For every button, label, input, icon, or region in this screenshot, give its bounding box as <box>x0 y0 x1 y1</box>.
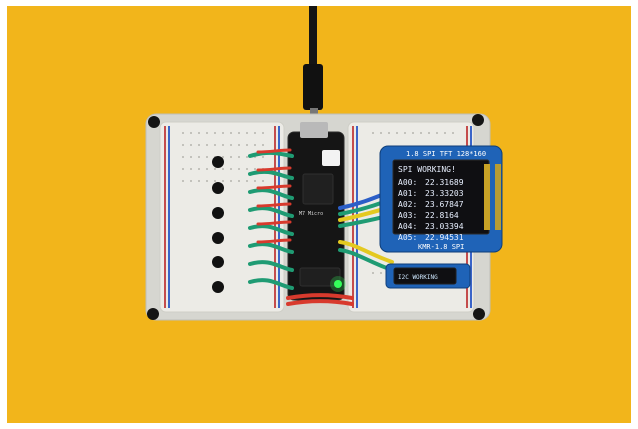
tft-row-2-label: A02: <box>398 200 417 209</box>
tft-row-3-value: 22.8164 <box>425 211 459 220</box>
tft-row-4-value: 23.03394 <box>425 222 464 231</box>
tft-display-module <box>379 145 503 253</box>
oled-display-module <box>385 263 471 289</box>
tft-row-4-label: A04: <box>398 222 417 231</box>
usb-cable <box>303 6 323 120</box>
oled-text: I2C WORKING <box>398 274 438 281</box>
status-led <box>334 280 342 288</box>
tft-title: 1.8 SPI TFT 128*160 <box>406 150 486 158</box>
tft-row-2-value: 23.67847 <box>425 200 464 209</box>
mcu-silk-label: M7 Micro <box>299 211 323 217</box>
tft-row-5-value: 22.94531 <box>425 233 464 242</box>
tactile-buttons <box>212 156 224 293</box>
mount-screws <box>147 114 485 320</box>
tft-row-5-label: A05: <box>398 233 417 242</box>
tft-footer-label: KMR-1.8 SPI <box>418 243 464 251</box>
tft-row-1-value: 23.33203 <box>425 189 464 198</box>
tft-row-3-label: A03: <box>398 211 417 220</box>
tft-status-line: SPI WORKING! <box>398 165 456 174</box>
tft-row-0-value: 22.31689 <box>425 178 464 187</box>
tft-row-1-label: A01: <box>398 189 417 198</box>
tft-row-0-label: A00: <box>398 178 417 187</box>
